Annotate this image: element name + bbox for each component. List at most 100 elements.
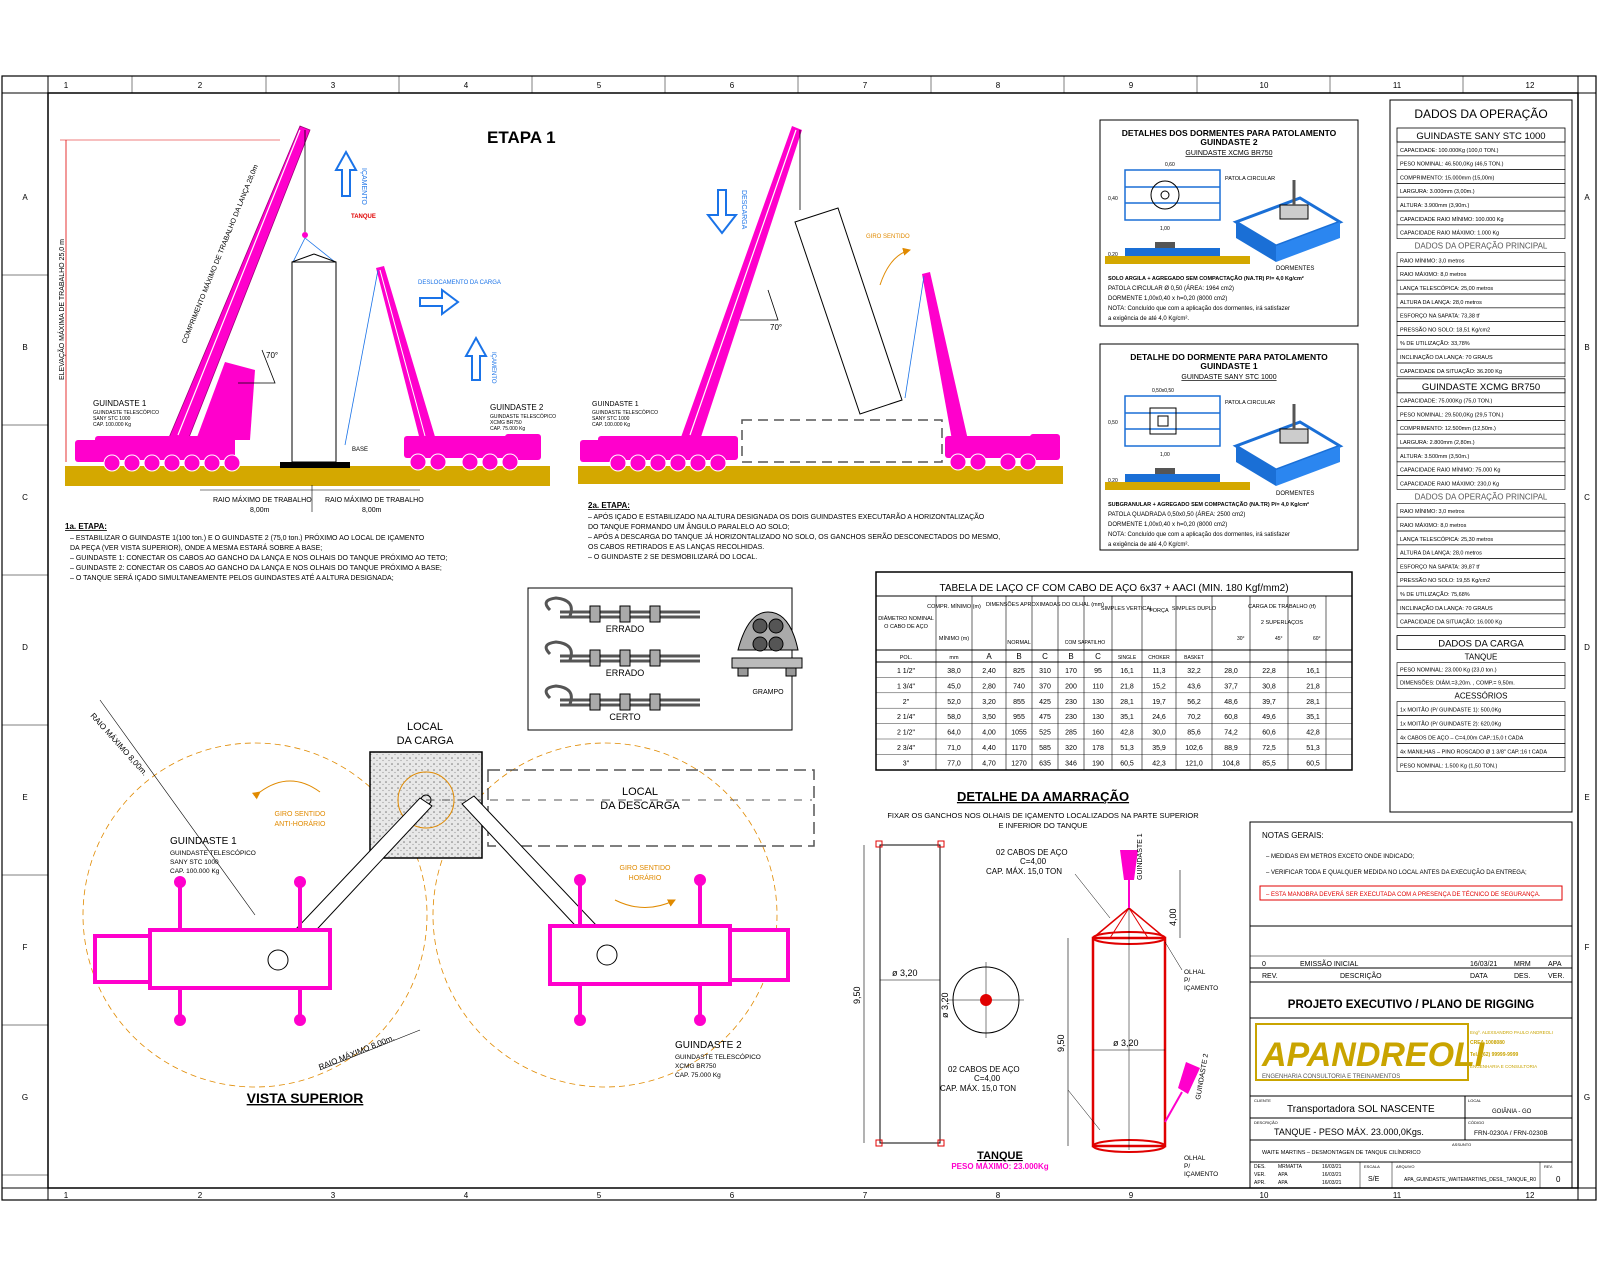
tank-base: [280, 462, 350, 468]
table-cell: 16,1: [1120, 668, 1134, 675]
sleepers2-dim-bottom: 1,00: [1160, 226, 1170, 232]
table-cell: 45,0: [947, 683, 961, 690]
stage1-crane1-sub: CAP. 100.000 Kg: [93, 422, 131, 428]
grampo-label: GRAMPO: [752, 689, 784, 696]
table-head: COM SAPATILHO: [1065, 640, 1105, 646]
table-cell: 71,0: [947, 745, 961, 752]
unload-area: [487, 769, 815, 847]
row-marker: E: [22, 793, 27, 802]
table-cell: 178: [1092, 745, 1104, 752]
table-cell: 110: [1092, 683, 1103, 690]
clamp-row: CERTO: [544, 684, 700, 722]
ops-crane2-op: RAIO MÍNIMO: 3,0 metros: [1400, 508, 1465, 515]
stage1-crane2-sub: GUINDASTE TELESCÓPICO: [490, 413, 556, 420]
tank-diam-dim: ø 3,20: [892, 968, 918, 978]
column-marker: 6: [730, 1191, 735, 1200]
column-marker: 1: [64, 81, 69, 90]
ops-crane1-op-title: DADOS DA OPERAÇÃO PRINCIPAL: [1415, 242, 1548, 251]
file-value: APA_GUINDASTE_WAITEMARTINS_DESIL_TANQUE_…: [1404, 1177, 1536, 1183]
subject-value: WAITE MARTINS – DESMONTAGEN DE TANQUE CI…: [1262, 1149, 1421, 1156]
table-head: C: [1042, 652, 1048, 661]
sleepers1-note: NOTA: Concluído que com a aplicação dos …: [1108, 532, 1290, 538]
table-cell: 2": [903, 699, 910, 706]
table-cell: 37,7: [1224, 683, 1238, 690]
ops-crane1-spec: CAPACIDADE RAIO MÍNIMO: 100.000 Kg: [1400, 216, 1504, 223]
ops-acc-line: 4x CABOS DE AÇO – C=4,00m CAP.:15,0 t CA…: [1400, 736, 1524, 742]
ops-crane1-op: ESFORÇO NA SAPATA: 73,38 tf: [1400, 314, 1480, 320]
stage1-tank-label: TANQUE: [351, 214, 376, 220]
topview-crane1-line: CAP. 100.000 Kg: [170, 868, 220, 875]
table-cell: 320: [1065, 745, 1077, 752]
ops-crane1-op: CAPACIDADE DA SITUAÇÃO: 36.200 Kg: [1400, 368, 1502, 375]
ops-acc-line: 1x MOITÃO (P/ GUINDASTE 2): 620,0Kg: [1400, 721, 1501, 728]
cables-top-label: C=4,00: [1020, 857, 1047, 866]
stage2-steps-title: 2a. ETAPA:: [588, 501, 630, 510]
table-cell: 285: [1065, 730, 1077, 737]
hook2-icon: [1178, 1062, 1200, 1094]
sleepers1-dim-top: 0,50x0,50: [1152, 388, 1174, 394]
desc-value: TANQUE - PESO MÁX. 23.000,0Kgs.: [1274, 1127, 1424, 1137]
tank-length2-dim: 9,50: [1056, 1034, 1066, 1052]
table-cell: 43,6: [1187, 683, 1201, 690]
sleepers1-sub: GUINDASTE SANY STC 1000: [1181, 374, 1276, 381]
column-marker: 9: [1129, 81, 1134, 90]
clamp-label: ERRADO: [606, 668, 645, 678]
table-cell: 190: [1092, 760, 1104, 767]
sleepers2-note: PATOLA CIRCULAR Ø 0,50 (ÁREA: 1964 cm2): [1108, 285, 1234, 292]
clamp-row: ERRADO: [544, 640, 700, 678]
angle-label: 70°: [266, 351, 278, 360]
ops-crane2-spec: PESO NOMINAL: 29.500,0Kg (29,5 TON.): [1400, 412, 1504, 418]
crane1-stage1: [75, 125, 336, 472]
table-cell: 88,9: [1224, 745, 1238, 752]
sleepers2-iso: [1232, 180, 1344, 262]
column-marker: 6: [730, 81, 735, 90]
raise2-label: IÇAMENTO: [490, 352, 496, 384]
stage2-crane1-sub: SANY STC 1000: [592, 416, 630, 422]
table-cell: 11,3: [1152, 668, 1165, 675]
rev-value: 0: [1556, 1175, 1561, 1184]
local-descarga-label: LOCAL: [622, 786, 658, 798]
revision-cell: MRM: [1514, 961, 1531, 968]
column-marker: 11: [1393, 81, 1402, 90]
sleepers1-note: SUBGRANULAR + AGREGADO SEM COMPACTAÇÃO (…: [1108, 501, 1309, 508]
table-head: B: [1068, 652, 1073, 661]
revision-head: DES.: [1514, 973, 1530, 980]
wire-rope-table: TABELA DE LAÇO CF COM CABO DE AÇO 6x37 +…: [875, 571, 1353, 771]
ops-crane2-op: ALTURA DA LANÇA: 28,0 metros: [1400, 551, 1482, 557]
sleepers1-note: a exigência de até 4,0 Kg/cm².: [1108, 542, 1189, 548]
hook2-label: GUINDASTE 2: [1195, 1053, 1210, 1100]
table-head: B: [1016, 652, 1021, 661]
ops-crane1-op: ALTURA DA LANÇA: 28,0 metros: [1400, 300, 1482, 306]
table-cell: 4,40: [982, 745, 996, 752]
people-date: 16/03/21: [1322, 1164, 1342, 1170]
sleepers2-notes: SOLO ARGILA + AGREGADO SEM COMPACTAÇÃO (…: [1108, 275, 1304, 322]
rigging-tank-title: TANQUE: [977, 1150, 1023, 1162]
table-cell: 585: [1039, 745, 1051, 752]
people-name: MRMATTA: [1278, 1164, 1303, 1170]
lower-arrow-icon: [705, 189, 739, 235]
cables-bot-label: 02 CABOS DE AÇO: [948, 1065, 1020, 1074]
ops-crane1-spec: COMPRIMENTO: 15.000mm (15,00m): [1400, 175, 1495, 181]
ops-crane1-spec: CAPACIDADE RAIO MÁXIMO: 1.000 Kg: [1400, 230, 1499, 237]
table-cell: 4,70: [982, 760, 996, 767]
table-cell: 22,8: [1262, 668, 1276, 675]
ops-crane2-op: LANÇA TELESCÓPICA: 25,30 metros: [1400, 536, 1493, 543]
radius1-label: RAIO MÁXIMO DE TRABALHO: [213, 495, 312, 504]
table-cell: 48,6: [1224, 699, 1238, 706]
column-marker: 3: [331, 81, 336, 90]
table-cell: 28,0: [1224, 668, 1238, 675]
rigging-detail: DETALHE DA AMARRAÇÃO FIXAR OS GANCHOS NO…: [852, 789, 1218, 1178]
table-cell: 28,1: [1306, 699, 1320, 706]
sleepers2-note: NOTA: Concluído que com a aplicação dos …: [1108, 306, 1290, 312]
sleepers1-sleepers-label: DORMENTES: [1276, 491, 1314, 497]
table-angle: 60°: [1313, 636, 1321, 642]
general-notes: NOTAS GERAIS: – MEDIDAS EM METROS EXCETO…: [1249, 821, 1573, 927]
row-marker: G: [1584, 1093, 1590, 1102]
olhal-bot-label: P/: [1184, 1163, 1190, 1170]
stage1-crane2-sub: CAP. 75.000 Kg: [490, 426, 525, 432]
table-cell: 1270: [1011, 760, 1027, 767]
stage2-rotation-label: GIRO SENTIDO: [866, 234, 910, 240]
project-title: PROJETO EXECUTIVO / PLANO DE RIGGING: [1288, 999, 1534, 1011]
people-date: 16/03/21: [1322, 1172, 1342, 1178]
tank-elevation: [879, 844, 941, 1144]
